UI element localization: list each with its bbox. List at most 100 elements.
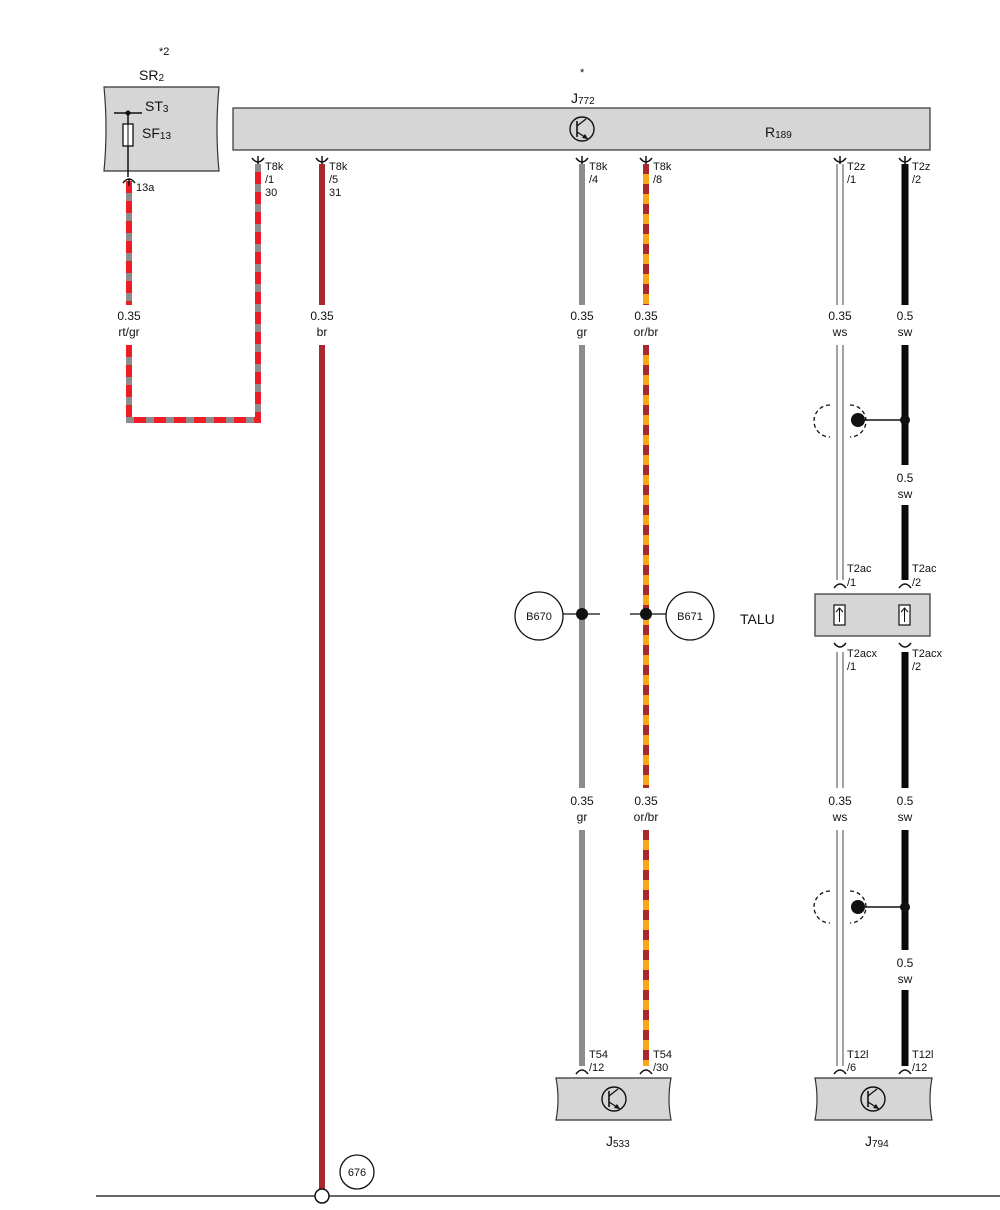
- talu-label: TALU: [740, 611, 775, 627]
- svg-text:B671: B671: [677, 611, 703, 623]
- svg-text:/1: /1: [847, 661, 856, 673]
- connector-t12l-6: T12l /6: [847, 1049, 868, 1074]
- svg-text:0.35: 0.35: [828, 309, 852, 323]
- connector-t8k-1: T8k /1 30: [265, 161, 284, 199]
- svg-text:sw: sw: [898, 810, 913, 824]
- j772-control-unit: * J772 R189: [232, 67, 931, 151]
- ground-ref-label: 676: [348, 1167, 366, 1179]
- connector-t2acx-2: T2acx /2: [912, 648, 942, 673]
- sr2-label: SR2: [139, 67, 164, 84]
- sf13-label: SF13: [142, 125, 171, 142]
- j772-note: *: [580, 67, 585, 79]
- svg-text:T2acx: T2acx: [912, 648, 942, 660]
- wire-label-br: 0.35 br: [310, 309, 334, 339]
- j533-label: J533: [606, 1133, 630, 1150]
- svg-text:T54: T54: [653, 1049, 672, 1061]
- svg-text:/12: /12: [589, 1062, 604, 1074]
- svg-text:T2ac: T2ac: [912, 563, 937, 575]
- svg-text:/4: /4: [589, 174, 598, 186]
- wire-label-sw-low: 0.5 sw: [897, 956, 914, 986]
- j794-control-unit: J794: [814, 1077, 933, 1150]
- svg-text:/1: /1: [265, 174, 274, 186]
- wire-label-sw-bot: 0.5 sw: [897, 794, 914, 824]
- svg-text:T8k: T8k: [265, 161, 284, 173]
- svg-text:/2: /2: [912, 577, 921, 589]
- svg-text:T8k: T8k: [653, 161, 672, 173]
- wire-label-rt-gr: 0.35 rt/gr: [117, 309, 141, 339]
- wire-label-or-br-bot: 0.35 or/br: [634, 794, 659, 824]
- j794-label: J794: [865, 1133, 889, 1150]
- svg-text:gr: gr: [577, 810, 588, 824]
- connector-t2acx-1: T2acx /1: [847, 648, 877, 673]
- svg-text:/6: /6: [847, 1062, 856, 1074]
- splice-b670: B670: [514, 591, 600, 641]
- wire-label-gr-top: 0.35 gr: [570, 309, 594, 339]
- svg-text:T8k: T8k: [589, 161, 608, 173]
- svg-text:ws: ws: [832, 810, 848, 824]
- splice-b671: B671: [630, 591, 715, 641]
- svg-text:T8k: T8k: [329, 161, 348, 173]
- svg-text:B670: B670: [526, 611, 552, 623]
- svg-text:T12l: T12l: [847, 1049, 868, 1061]
- j533-control-unit: J533: [555, 1077, 672, 1150]
- transistor-icon: [569, 116, 595, 142]
- svg-text:sw: sw: [898, 325, 913, 339]
- connector-t2z-2: T2z /2: [912, 161, 930, 186]
- svg-text:/5: /5: [329, 174, 338, 186]
- connector-t2z-1: T2z /1: [847, 161, 865, 186]
- svg-text:/2: /2: [912, 174, 921, 186]
- talu-connector-block: TALU: [740, 593, 931, 637]
- connector-t8k-4: T8k /4: [589, 161, 608, 186]
- twisted-pair-junction-upper: [813, 404, 910, 438]
- svg-text:T2z: T2z: [847, 161, 865, 173]
- wire-rt-gr: [126, 164, 261, 423]
- svg-text:0.5: 0.5: [897, 471, 914, 485]
- svg-text:0.5: 0.5: [897, 794, 914, 808]
- connector-hooks: [122, 156, 912, 1075]
- svg-text:T2acx: T2acx: [847, 648, 877, 660]
- j772-label: J772: [571, 90, 595, 107]
- svg-text:/1: /1: [847, 577, 856, 589]
- ground-line: 676: [96, 1154, 1000, 1204]
- svg-text:rt/gr: rt/gr: [118, 325, 139, 339]
- svg-text:0.5: 0.5: [897, 956, 914, 970]
- svg-text:0.35: 0.35: [310, 309, 334, 323]
- transistor-icon: [860, 1086, 886, 1112]
- svg-text:T54: T54: [589, 1049, 608, 1061]
- sr2-pin-label: 13a: [136, 182, 155, 194]
- connector-t8k-8: T8k /8: [653, 161, 672, 186]
- svg-text:T2ac: T2ac: [847, 563, 872, 575]
- svg-text:or/br: or/br: [634, 810, 659, 824]
- svg-text:0.35: 0.35: [570, 794, 594, 808]
- twisted-pair-junction-lower: [813, 890, 910, 924]
- svg-text:/1: /1: [847, 174, 856, 186]
- connector-t2ac-2: T2ac /2: [912, 563, 937, 589]
- svg-text:0.35: 0.35: [828, 794, 852, 808]
- ground-ref-circle: [339, 1154, 375, 1190]
- svg-text:or/br: or/br: [634, 325, 659, 339]
- st3-label: ST3: [145, 98, 169, 115]
- connector-t2ac-1: T2ac /1: [847, 563, 872, 589]
- ground-point: [314, 1188, 330, 1204]
- sr2-fuse-box: *2 SR2 ST3 SF13: [103, 46, 220, 177]
- sr2-note: *2: [159, 46, 169, 58]
- svg-text:T2z: T2z: [912, 161, 930, 173]
- svg-text:0.35: 0.35: [634, 309, 658, 323]
- svg-text:/12: /12: [912, 1062, 927, 1074]
- svg-text:gr: gr: [577, 325, 588, 339]
- svg-text:0.35: 0.35: [634, 794, 658, 808]
- connector-t12l-12: T12l /12: [912, 1049, 933, 1074]
- connector-t54-12: T54 /12: [589, 1049, 608, 1074]
- r189-label: R189: [765, 124, 792, 141]
- svg-text:/8: /8: [653, 174, 662, 186]
- svg-text:30: 30: [265, 187, 277, 199]
- svg-text:0.35: 0.35: [117, 309, 141, 323]
- svg-text:0.5: 0.5: [897, 309, 914, 323]
- svg-text:sw: sw: [898, 972, 913, 986]
- svg-text:ws: ws: [832, 325, 848, 339]
- svg-text:/2: /2: [912, 661, 921, 673]
- wire-label-ws-top: 0.35 ws: [828, 309, 852, 339]
- svg-text:/30: /30: [653, 1062, 668, 1074]
- svg-text:31: 31: [329, 187, 341, 199]
